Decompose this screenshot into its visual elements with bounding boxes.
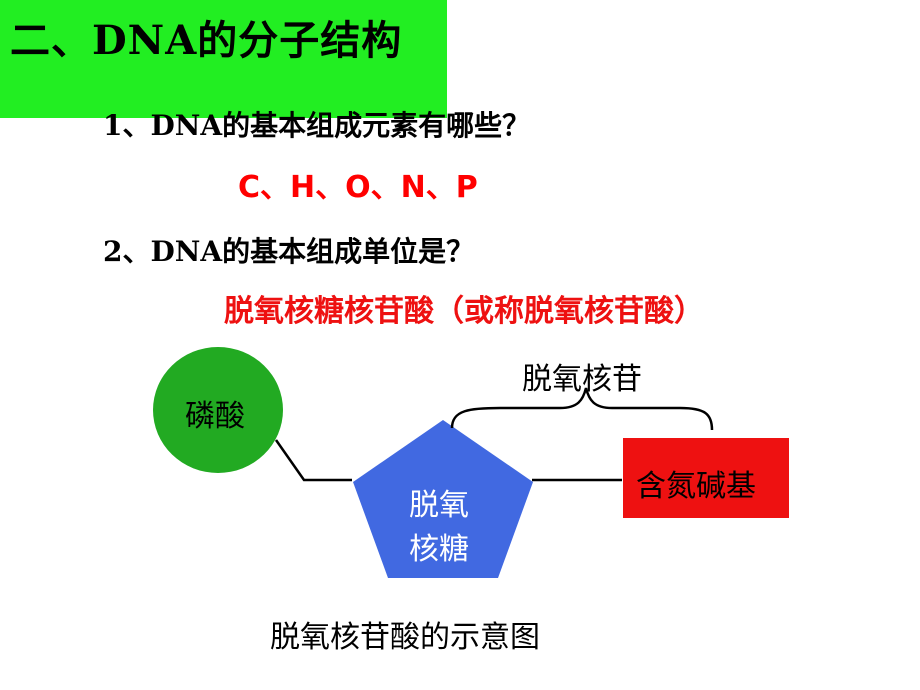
deoxyribose-pentagon [353,420,533,578]
diagram-caption: 脱氧核苷酸的示意图 [270,620,540,655]
phosphate-label: 磷酸 [185,399,245,434]
base-label: 含氮碱基 [636,469,756,504]
question-1: 1、DNA的基本组成元素有哪些？ [103,109,531,142]
nucleoside-label: 脱氧核苷 [522,362,642,397]
nucleoside-brace [450,387,714,431]
answer-2: 脱氧核糖核苷酸（或称脱氧核苷酸） [224,294,704,329]
page-title: 二、DNA的分子结构 [10,17,403,64]
question-2: 2、DNA的基本组成单位是？ [103,235,475,268]
sugar-label-line1: 脱氧 [409,488,469,523]
title-banner [0,0,447,118]
base-rectangle [623,438,789,518]
answer-1: C、H、O、N、P [238,170,478,205]
phosphate-sugar-bond [274,439,352,482]
phosphate-circle [153,347,283,473]
sugar-label-line2: 核糖 [409,532,469,567]
